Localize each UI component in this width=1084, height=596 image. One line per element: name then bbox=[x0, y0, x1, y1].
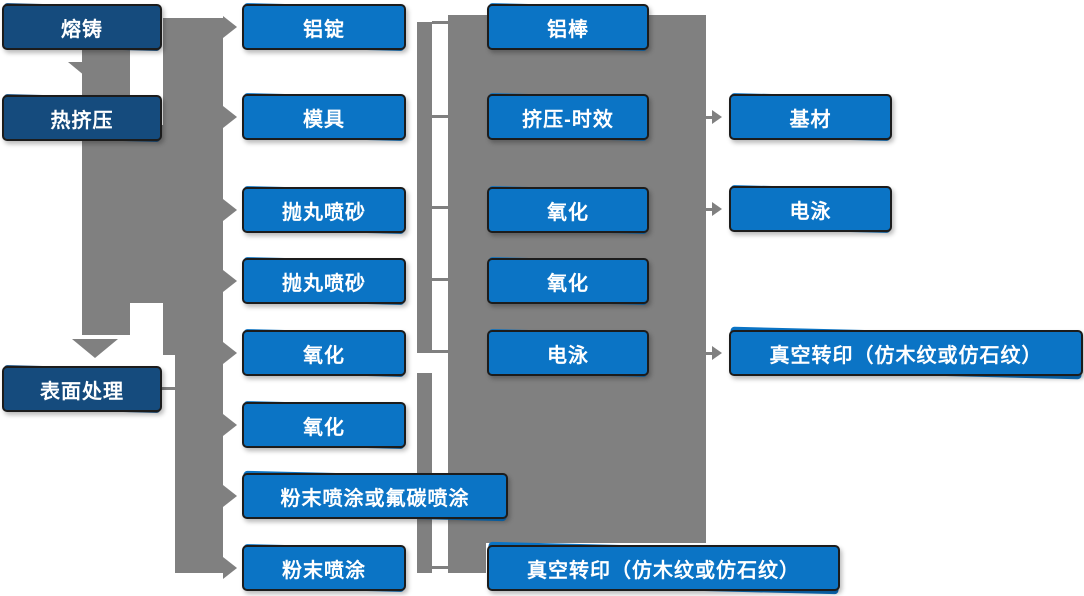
node-label: 粉末喷涂或氟碳喷涂 bbox=[280, 487, 470, 510]
arrowhead-to-oxidation-2 bbox=[223, 414, 237, 436]
node-label: 熔铸 bbox=[61, 18, 103, 41]
arrowhead-to-powder-or-fluorocarbon bbox=[223, 485, 237, 507]
arrowhead-to-shot-blasting-1 bbox=[223, 199, 237, 221]
node-label: 电泳 bbox=[789, 200, 832, 223]
node-label: 铝棒 bbox=[547, 18, 589, 41]
arrowhead-to-shot-blasting-2 bbox=[223, 270, 237, 292]
arrowhead-to-oxidation-1 bbox=[223, 342, 237, 364]
node-extrusion-aging: 挤压-时效 bbox=[487, 94, 649, 140]
connector-main-spine-lower bbox=[175, 355, 223, 573]
connector-tick bbox=[432, 566, 448, 569]
node-label: 抛丸喷砂 bbox=[282, 272, 366, 295]
arrowhead-to-base-material bbox=[712, 110, 722, 124]
node-oxidation-1: 氧化 bbox=[242, 330, 406, 376]
node-label: 电泳 bbox=[547, 344, 589, 367]
node-label: 粉末喷涂 bbox=[282, 559, 366, 582]
node-label: 模具 bbox=[303, 108, 345, 131]
connector-surface-treatment-link bbox=[162, 387, 180, 390]
node-oxidation-2: 氧化 bbox=[242, 402, 406, 448]
node-smelting-casting: 熔铸 bbox=[2, 4, 162, 50]
node-powder-or-fluorocarbon-coating: 粉末喷涂或氟碳喷涂 bbox=[242, 473, 508, 519]
node-hot-extrusion: 热挤压 bbox=[2, 95, 162, 141]
node-label: 基材 bbox=[789, 108, 832, 131]
node-label: 氧化 bbox=[303, 416, 345, 439]
node-label: 真空转印（仿木纹或仿石纹） bbox=[769, 344, 1043, 367]
node-label: 氧化 bbox=[547, 201, 589, 224]
node-powder-coating: 粉末喷涂 bbox=[242, 545, 406, 591]
node-electrophoresis-2: 电泳 bbox=[729, 186, 892, 232]
node-aluminum-ingot: 铝锭 bbox=[242, 4, 406, 50]
connector-tail bbox=[706, 352, 714, 355]
arrowhead-to-aluminum-ingot bbox=[223, 16, 237, 38]
arrowhead-to-electrophoresis bbox=[712, 202, 722, 216]
connector-mid-rail-upper bbox=[417, 22, 432, 353]
node-electrophoresis-1: 电泳 bbox=[487, 330, 649, 376]
node-oxidation-3: 氧化 bbox=[487, 187, 649, 233]
node-label: 热挤压 bbox=[50, 109, 114, 132]
arrowhead-to-hot-extrusion bbox=[68, 62, 114, 81]
connector-tail bbox=[706, 208, 714, 211]
arrowhead-to-surface-treatment bbox=[72, 339, 118, 358]
arrowhead-to-vacuum-transfer bbox=[712, 346, 722, 360]
node-shot-blasting-sandblasting-1: 抛丸喷砂 bbox=[242, 187, 406, 233]
connector-tick bbox=[432, 278, 448, 281]
node-vacuum-transfer-printing-2: 真空转印（仿木纹或仿石纹） bbox=[729, 330, 1083, 376]
node-label: 氧化 bbox=[547, 272, 589, 295]
arrowhead-to-powder-coating bbox=[223, 557, 237, 579]
node-shot-blasting-sandblasting-2: 抛丸喷砂 bbox=[242, 258, 406, 304]
node-mold: 模具 bbox=[242, 94, 406, 140]
connector-tail bbox=[706, 116, 714, 119]
node-label: 氧化 bbox=[303, 344, 345, 367]
node-label: 抛丸喷砂 bbox=[282, 201, 366, 224]
node-label: 真空转印（仿木纹或仿石纹） bbox=[527, 559, 800, 582]
node-label: 铝锭 bbox=[303, 18, 345, 41]
connector-tick bbox=[432, 21, 448, 24]
node-label: 表面处理 bbox=[40, 380, 124, 403]
connector-tick bbox=[432, 206, 448, 209]
node-vacuum-transfer-printing-1: 真空转印（仿木纹或仿石纹） bbox=[487, 545, 840, 591]
connector-main-spine-upper bbox=[163, 18, 223, 355]
node-oxidation-4: 氧化 bbox=[487, 258, 649, 304]
node-base-material: 基材 bbox=[729, 94, 892, 140]
connector-output-stub bbox=[448, 543, 486, 573]
connector-tick bbox=[432, 115, 448, 118]
node-label: 挤压-时效 bbox=[522, 108, 614, 131]
node-aluminum-rod: 铝棒 bbox=[487, 4, 649, 50]
node-surface-treatment: 表面处理 bbox=[2, 366, 162, 412]
connector-tick bbox=[432, 350, 448, 353]
arrowhead-to-mold bbox=[223, 106, 237, 128]
